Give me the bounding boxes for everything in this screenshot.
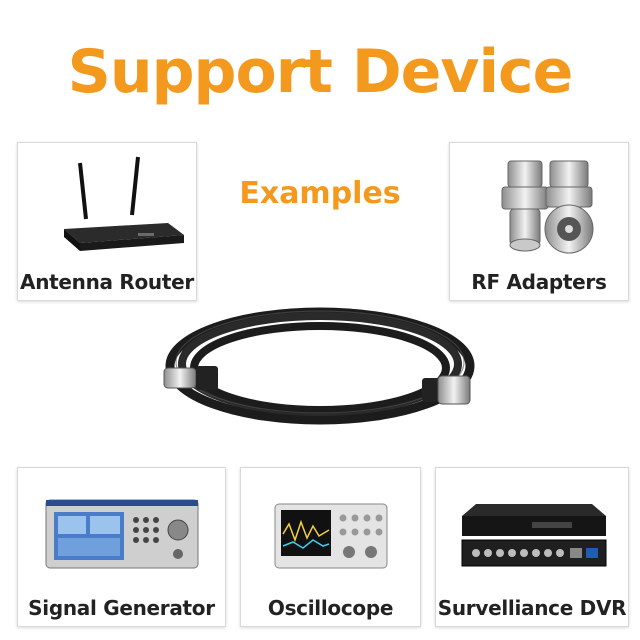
bnc-cable-icon: [163, 307, 475, 425]
card-label: Signal Generator: [28, 596, 215, 620]
signal-generator-icon: [45, 499, 199, 569]
router-icon: [64, 156, 184, 251]
card-oscilloscope: Oscillocope: [240, 467, 421, 627]
examples-subtitle: Examples: [239, 176, 401, 211]
card-label: Survelliance DVR: [437, 596, 627, 620]
card-label: Antenna Router: [20, 270, 194, 294]
card-signal-generator: Signal Generator: [17, 467, 226, 627]
card-antenna-router: Antenna Router: [17, 142, 197, 301]
dvr-icon: [461, 504, 607, 567]
card-label: RF Adapters: [471, 270, 607, 294]
card-rf-adapters: RF Adapters: [449, 142, 629, 301]
card-dvr: Survelliance DVR: [435, 467, 629, 627]
rf-adapter-icon: [501, 160, 594, 254]
page-title: Support Device: [67, 37, 574, 107]
oscilloscope-icon: [274, 503, 388, 569]
card-label: Oscillocope: [267, 596, 394, 620]
